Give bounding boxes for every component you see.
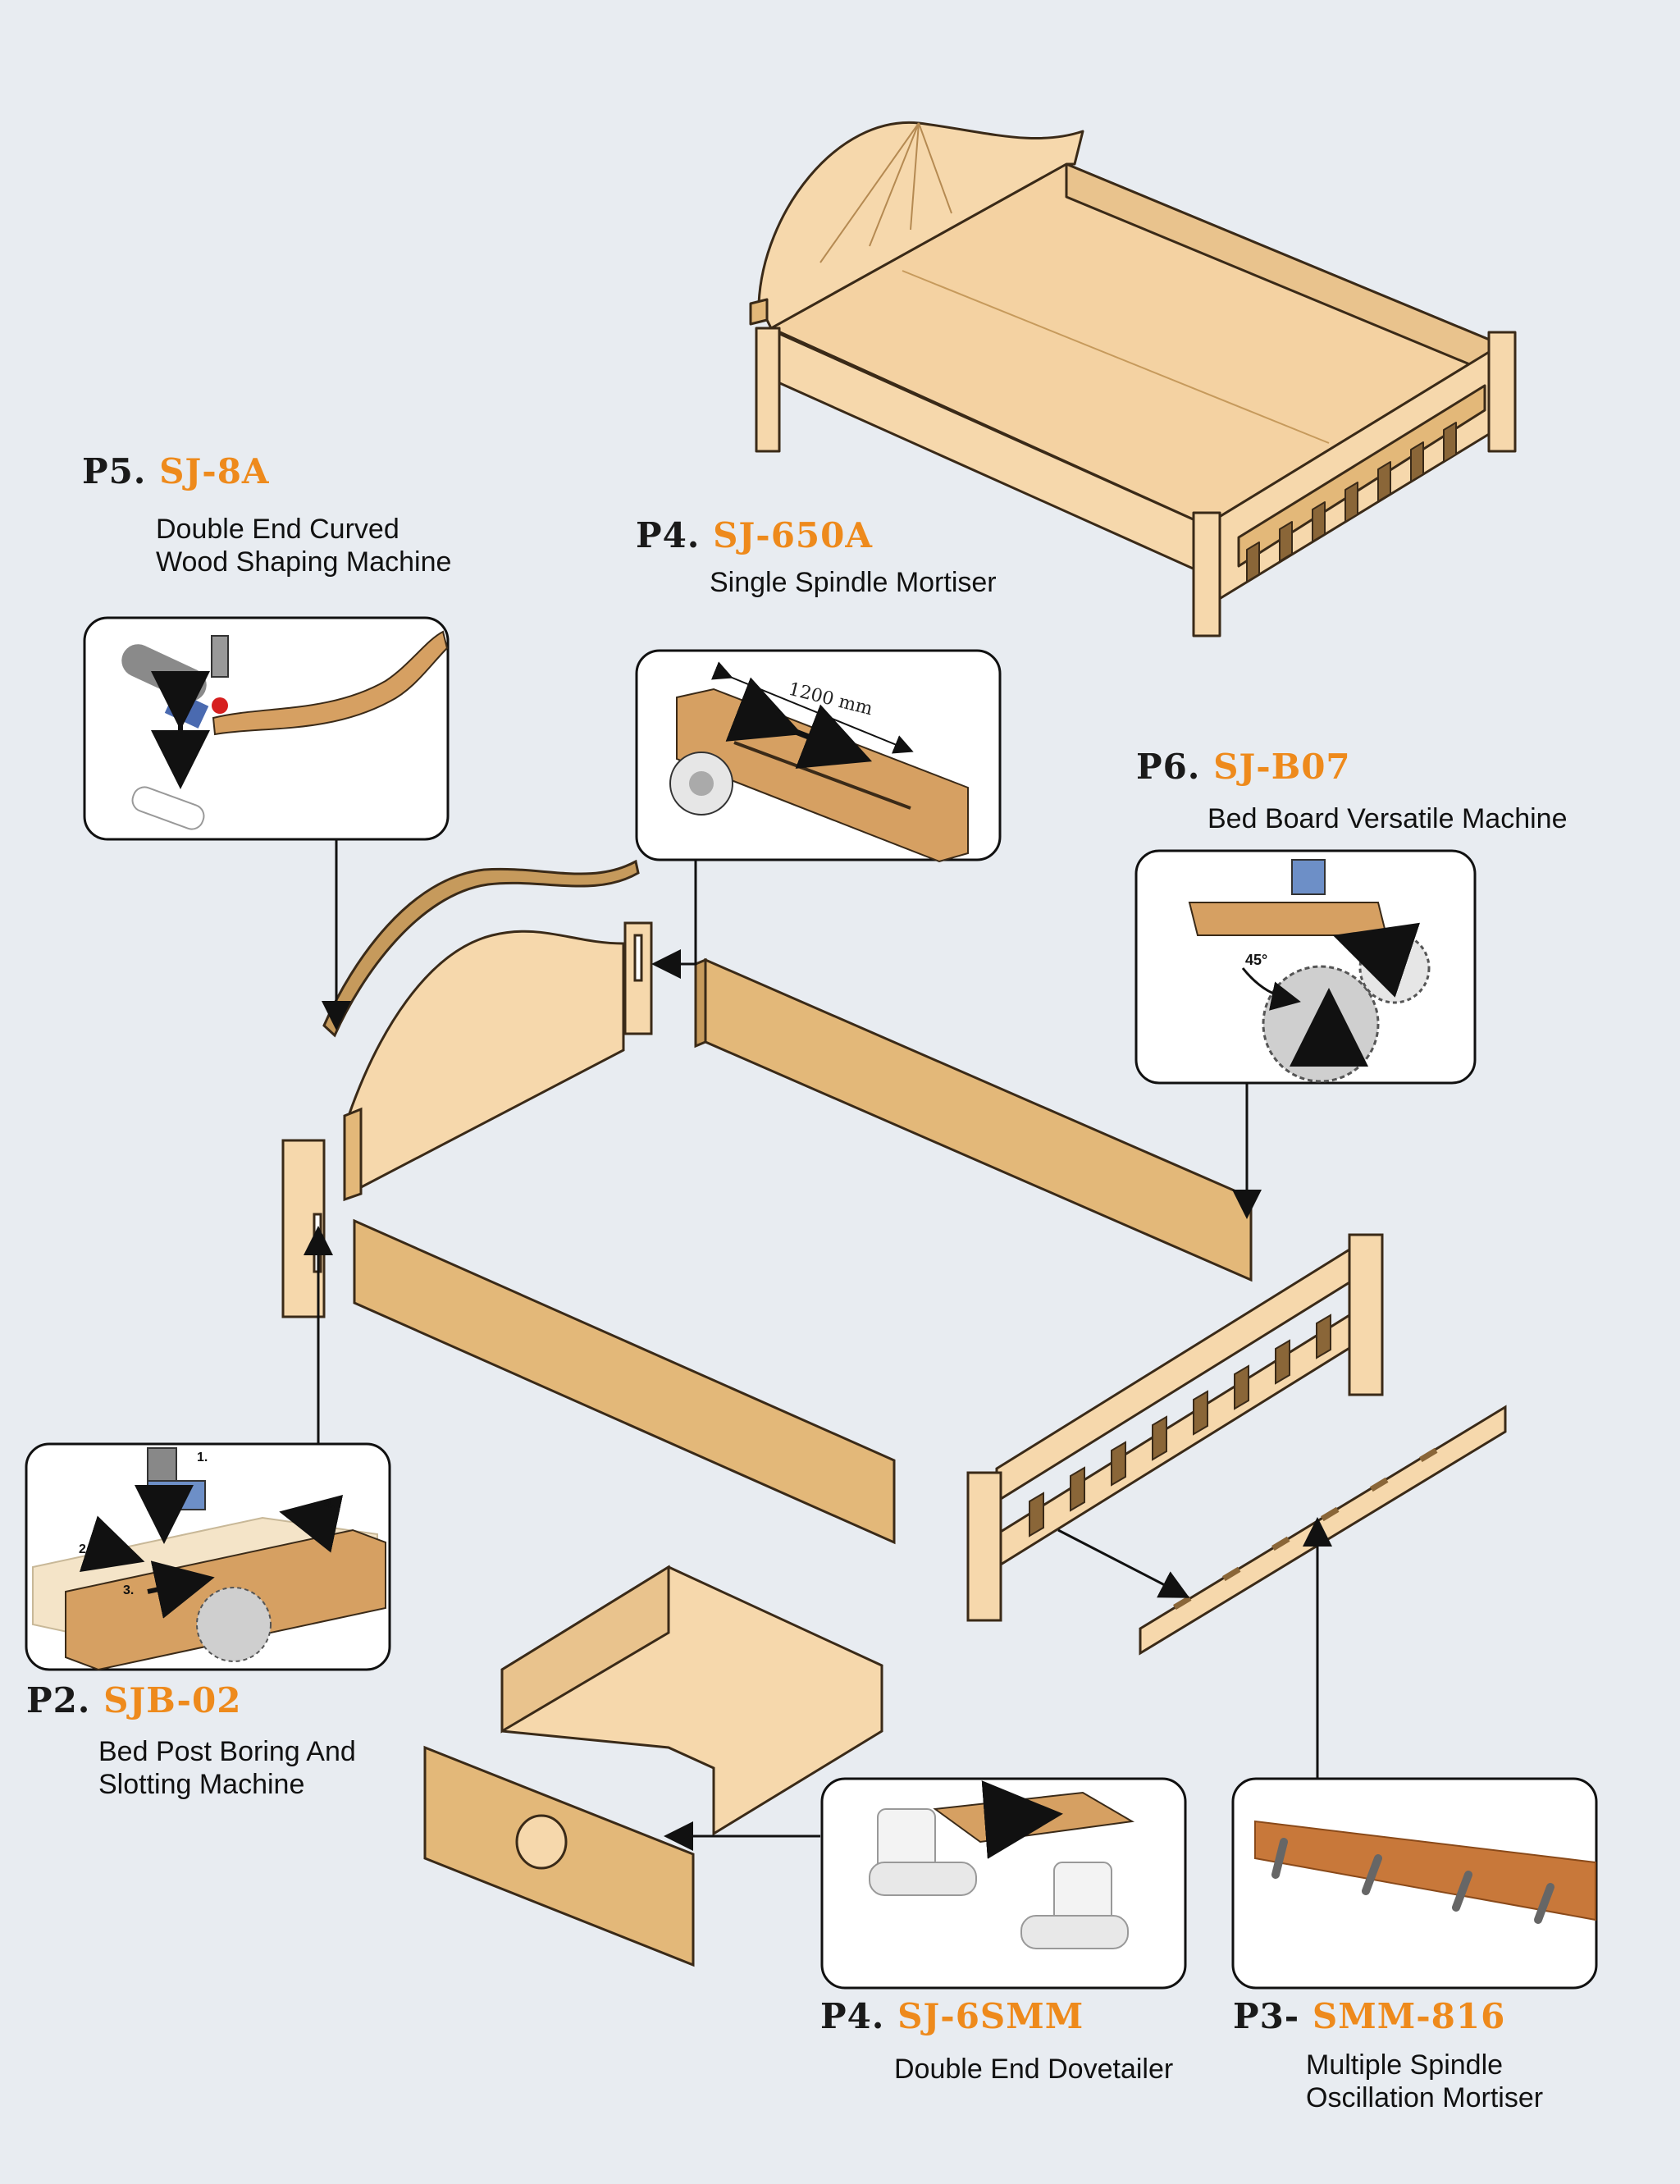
- callout-sjb02-desc-line2: Slotting Machine: [98, 1769, 305, 1800]
- callout-sjb02-desc: Bed Post Boring And Slotting Machine: [98, 1735, 356, 1801]
- callout-sjb02-code: SJB-02: [103, 1680, 242, 1720]
- callout-sj6smm-page: P4.: [820, 1996, 885, 2036]
- callout-smm816-desc: Multiple Spindle Oscillation Mortiser: [1306, 2049, 1543, 2114]
- callout-sjb07-title: P6. SJ-B07: [1136, 747, 1351, 787]
- callout-sj6smm-title: P4. SJ-6SMM: [820, 1996, 1084, 2036]
- inset-sj650a: [635, 649, 1002, 863]
- callout-sj6smm-desc: Double End Dovetailer: [894, 2054, 1174, 2085]
- callout-smm816-desc-line1: Multiple Spindle: [1306, 2049, 1504, 2081]
- callout-smm816-code: SMM-816: [1312, 1996, 1506, 2036]
- curved-crest-piece: [322, 859, 640, 1038]
- callout-sjb02-desc-line1: Bed Post Boring And: [98, 1736, 356, 1767]
- callout-sj8a-desc-line1: Double End Curved: [156, 514, 399, 545]
- inset-sjb07: [1134, 849, 1477, 1085]
- callout-smm816-page: P3-: [1233, 1996, 1300, 2036]
- callout-sj6smm-code: SJ-6SMM: [897, 1996, 1084, 2036]
- inset-sjb02: [25, 1442, 391, 1671]
- bed-board-angle-label: 45°: [1245, 952, 1268, 968]
- callout-sj650a-desc: Single Spindle Mortiser: [710, 567, 997, 598]
- callout-sj8a-page: P5.: [82, 451, 147, 491]
- callout-sj8a-desc-line2: Wood Shaping Machine: [156, 546, 452, 578]
- inset-sj8a: [83, 616, 450, 841]
- callout-sj650a-code: SJ-650A: [713, 515, 873, 555]
- side-rail-right: [694, 957, 1253, 1282]
- drawer-box: [500, 1565, 883, 1836]
- callout-smm816-desc-line2: Oscillation Mortiser: [1306, 2082, 1544, 2113]
- callout-sjb02-page: P2.: [26, 1680, 91, 1720]
- callout-sjb07-code: SJ-B07: [1213, 747, 1351, 787]
- boring-step-2: 2.: [79, 1542, 90, 1556]
- inset-smm816: [1231, 1777, 1598, 1990]
- connector-lines: [304, 840, 1332, 1851]
- callout-sj8a-desc: Double End Curved Wood Shaping Machine: [156, 513, 451, 578]
- callout-sj8a-title: P5. SJ-8A: [82, 451, 270, 491]
- assembled-bed: [749, 121, 1517, 637]
- footboard: [966, 1233, 1384, 1622]
- headboard-panel: [343, 930, 625, 1202]
- callout-smm816-title: P3- SMM-816: [1233, 1996, 1505, 2036]
- head-post: [623, 921, 653, 1035]
- callout-sj650a-title: P4. SJ-650A: [636, 515, 873, 555]
- callout-sjb07-page: P6.: [1136, 747, 1201, 787]
- callout-sjb07-desc: Bed Board Versatile Machine: [1208, 803, 1568, 834]
- boring-step-3: 3.: [123, 1583, 135, 1597]
- inset-sj6smm: [820, 1777, 1187, 1990]
- boring-step-1: 1.: [197, 1451, 208, 1464]
- callout-sjb02-title: P2. SJB-02: [26, 1680, 241, 1720]
- boring-step-4: 4.: [324, 1497, 336, 1511]
- callout-sj650a-page: P4.: [636, 515, 701, 555]
- callout-sj8a-code: SJ-8A: [159, 451, 270, 491]
- side-rail-left: [353, 1218, 896, 1545]
- drawer-front: [423, 1745, 695, 1967]
